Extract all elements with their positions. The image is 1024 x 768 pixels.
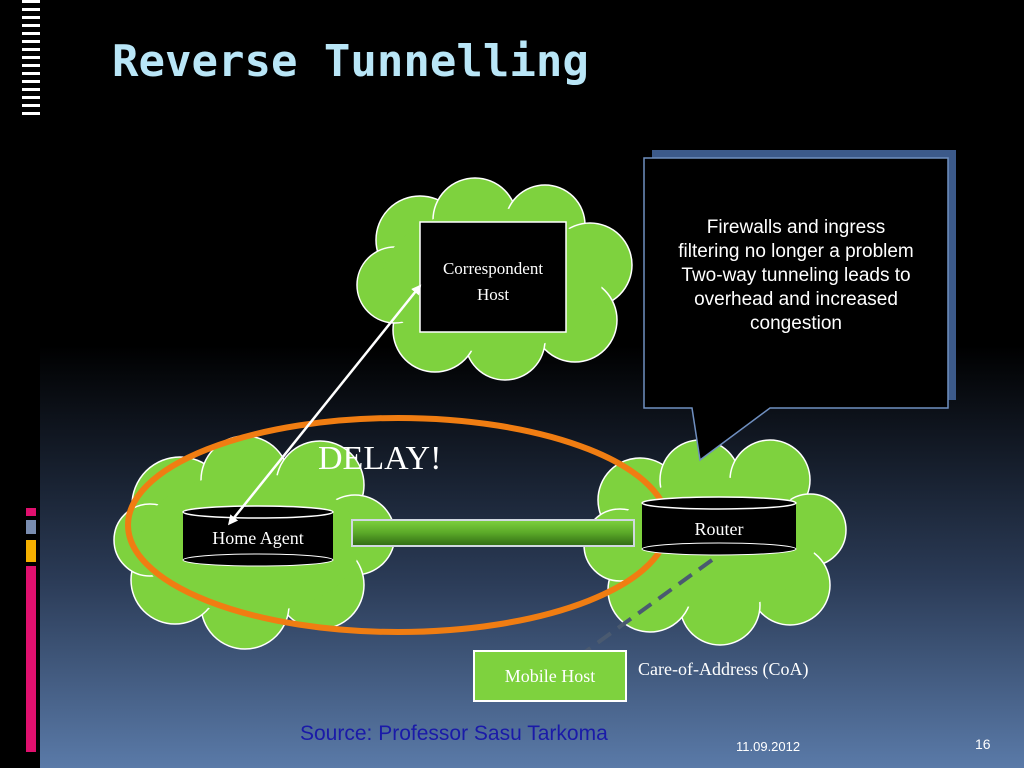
correspondent-host-line-2: Host	[476, 285, 510, 304]
mobile-host-box	[473, 650, 627, 702]
slide-title: Reverse Tunnelling	[112, 36, 589, 87]
callout-line-5: congestion	[750, 313, 842, 334]
slide-date: 11.09.2012	[736, 739, 801, 754]
signalling-arrow	[227, 284, 422, 526]
accent-gray	[26, 520, 36, 534]
coa-label: Care-of-Address (CoA)	[638, 659, 809, 679]
decorative-lines	[22, 0, 40, 120]
callout-line-1: Firewalls and ingress	[706, 217, 886, 238]
accent-pink	[26, 566, 36, 752]
callout-line-3: Two-way tunneling leads to	[681, 265, 911, 286]
correspondent-host-label: Correspondent Host	[420, 256, 566, 308]
router-label: Router	[694, 519, 744, 539]
accent-pink-top	[26, 508, 36, 516]
tunnel-bar	[351, 519, 635, 547]
accent-yellow	[26, 540, 36, 562]
callout-text: Firewalls and ingress filtering no longe…	[648, 216, 944, 336]
callout-line-2: filtering no longer a problem	[678, 241, 914, 262]
callout-line-4: overhead and increased	[694, 289, 898, 310]
callout-box	[643, 150, 956, 462]
router-node	[641, 496, 797, 556]
home-agent-label: Home Agent	[212, 528, 304, 548]
left-decoration-strip	[0, 0, 40, 768]
correspondent-host-box	[419, 221, 567, 333]
page-number: 16	[975, 736, 991, 752]
mobile-host-label: Mobile Host	[504, 666, 596, 686]
correspondent-host-line-1: Correspondent	[442, 259, 544, 278]
delay-label: DELAY!	[318, 440, 442, 477]
source-citation: Source: Professor Sasu Tarkoma	[300, 722, 608, 745]
